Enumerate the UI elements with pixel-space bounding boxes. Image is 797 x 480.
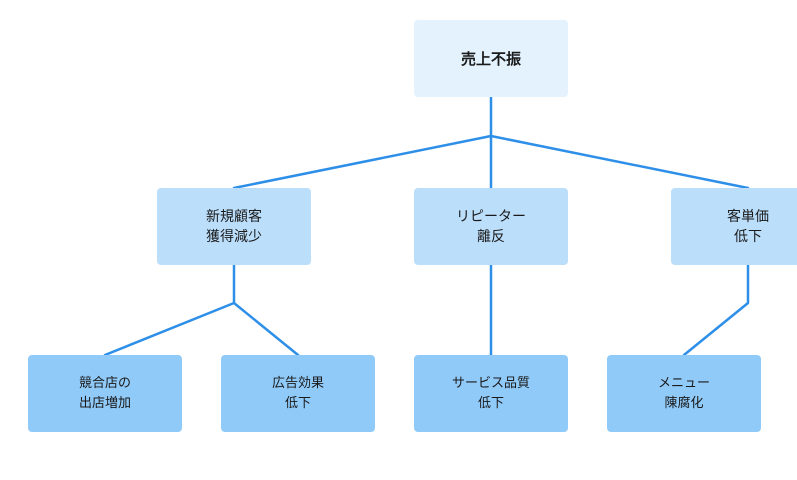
root-node-sales-slump: 売上不振 [414, 20, 568, 97]
edge-new-customers-to-advertising [232, 301, 300, 357]
node-label-line-1: 広告効果 [271, 375, 324, 391]
leaf-node-competitor-openings: 競合店の 出店増加 [28, 355, 182, 432]
branch-node-new-customer-decline: 新規顧客 獲得減少 [157, 188, 311, 265]
leaf-node-service-quality: サービス品質 低下 [414, 355, 568, 432]
node-label-line-1: 新規顧客 [206, 208, 262, 225]
node-label-line-1: 客単価 [727, 208, 769, 225]
node-label-line-1: リピーター [456, 208, 526, 225]
branch-node-repeater-churn: リピーター 離反 [414, 188, 568, 265]
branch-node-unit-price-decline: 客単価 低下 [671, 188, 797, 265]
node-label: 売上不振 [460, 49, 521, 68]
node-label-line-1: サービス品質 [451, 375, 530, 391]
node-label-line-2: 離反 [477, 228, 505, 245]
node-label-line-2: 低下 [477, 395, 504, 411]
leaf-node-ad-effectiveness: 広告効果 低下 [221, 355, 375, 432]
node-label-line-2: 低下 [284, 395, 311, 411]
edge-new-customers-to-competitors [103, 301, 236, 357]
node-label-line-1: メニュー [657, 375, 710, 391]
node-label-line-1: 競合店の [78, 375, 131, 391]
node-label-line-2: 獲得減少 [206, 228, 262, 245]
node-label-line-2: 出店増加 [78, 395, 131, 411]
node-label-line-2: 低下 [734, 228, 762, 245]
edge-root-to-unit-price [489, 134, 750, 190]
edge-unit-price-to-menu [682, 263, 750, 357]
node-label-line-2: 陳腐化 [664, 395, 704, 411]
edge-root-to-new-customers [232, 134, 493, 190]
leaf-node-menu-obsolescence: メニュー 陳腐化 [607, 355, 761, 432]
